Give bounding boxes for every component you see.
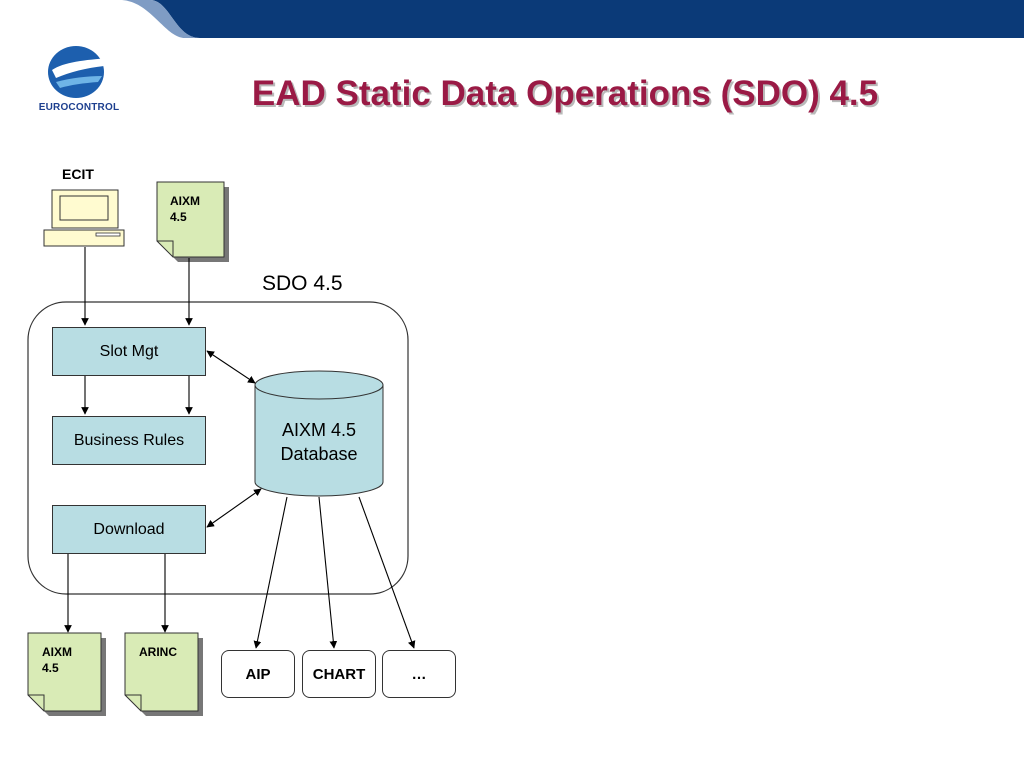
- output-aixm-document: [27, 632, 106, 716]
- computer-icon: [43, 189, 125, 247]
- page-title: EAD Static Data Operations (SDO) 4.5: [251, 74, 879, 113]
- business-rules-box: Business Rules: [52, 416, 206, 465]
- output-arinc-text: ARINC: [139, 645, 177, 659]
- output-aixm-line1: AIXM: [42, 645, 72, 659]
- download-box: Download: [52, 505, 206, 554]
- sdo-container-label: SDO 4.5: [262, 272, 343, 295]
- database-line2: Database: [280, 444, 358, 464]
- input-doc-text: AIXM 4.5: [170, 193, 200, 225]
- input-doc-line1: AIXM: [170, 194, 200, 208]
- logo-text: EUROCONTROL: [38, 102, 120, 113]
- output-more-box: …: [382, 650, 456, 698]
- sdo-container: [27, 301, 409, 595]
- output-chart-box: CHART: [302, 650, 376, 698]
- output-aixm-text: AIXM 4.5: [42, 644, 72, 676]
- output-aixm-line2: 4.5: [42, 661, 59, 675]
- logo-icon: [48, 46, 110, 98]
- eurocontrol-logo: EUROCONTROL: [34, 40, 124, 120]
- output-aip-box: AIP: [221, 650, 295, 698]
- ecit-label: ECIT: [62, 166, 94, 182]
- header-band: [120, 0, 1024, 38]
- input-aixm-document: [156, 181, 229, 262]
- aixm-database: [254, 370, 384, 497]
- output-arinc-document: [124, 632, 203, 716]
- slot-mgt-box: Slot Mgt: [52, 327, 206, 376]
- input-doc-line2: 4.5: [170, 210, 187, 224]
- database-label: AIXM 4.5 Database: [255, 418, 383, 466]
- database-line1: AIXM 4.5: [281, 420, 357, 440]
